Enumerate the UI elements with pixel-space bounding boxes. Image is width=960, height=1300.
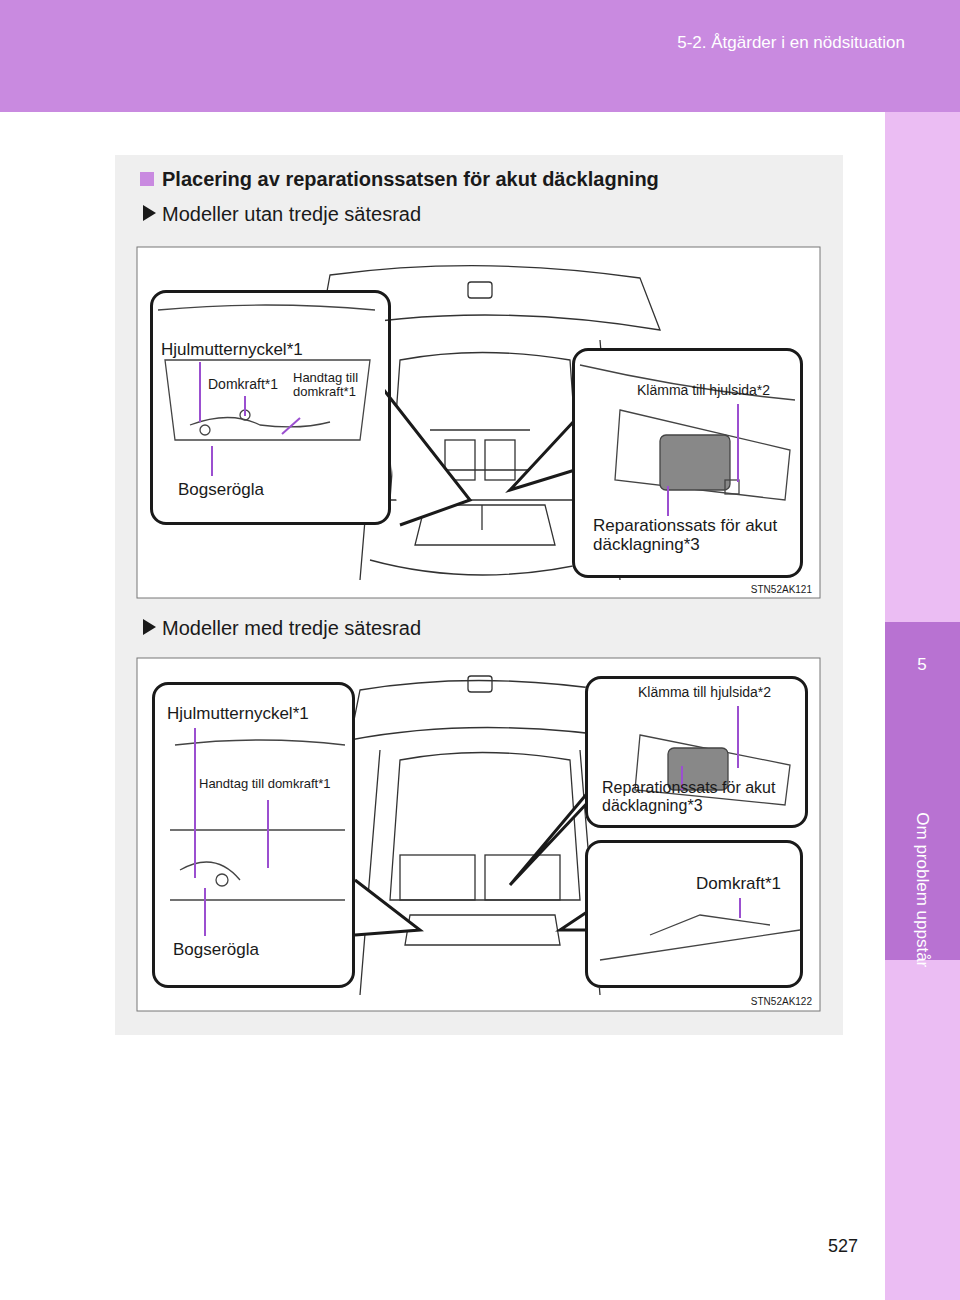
part-label: Bogserögla <box>178 481 264 500</box>
leader-lines <box>195 706 740 936</box>
part-label: Reparationssats för akut däcklagning*3 <box>593 517 793 554</box>
heading-square <box>140 172 154 186</box>
page-label: STN52AK122 <box>751 996 812 1008</box>
part-label: Handtag till domkraft*1 <box>199 777 331 791</box>
bullet-triangle <box>143 619 156 635</box>
callout-bubble: Hjulmutternyckel*1Domkraft*1 Handtag till… <box>150 290 391 525</box>
header-bar <box>0 0 960 112</box>
part-label: Hjulmutternyckel*1 <box>167 705 309 724</box>
trunk-detail <box>158 305 795 500</box>
part-label: Domkraft*1 <box>696 875 781 894</box>
callout-bubble: Klämma till hjulsida*2Reparationssats fö… <box>585 676 808 828</box>
page-label: Modeller utan tredje sätesrad <box>162 203 421 226</box>
figure-frame <box>137 247 820 598</box>
part-label: Klämma till hjulsida*2 <box>637 383 770 398</box>
trunk-detail <box>170 735 800 960</box>
page-label: STN52AK121 <box>751 584 812 596</box>
content-panel <box>115 155 843 1035</box>
part-label: Handtag till domkraft*1 <box>293 371 385 400</box>
part-label: Hjulmutternyckel*1 <box>161 341 303 360</box>
page-label: Om problem uppstår <box>912 813 932 968</box>
page-label: Modeller med tredje sätesrad <box>162 617 421 640</box>
callout-bubble: Hjulmutternyckel*1Handtag till domkraft*… <box>152 682 355 988</box>
section-heading: Placering av reparationssatsen för akut … <box>162 168 659 191</box>
callout-bubble: Domkraft*1 <box>585 840 803 988</box>
part-label: Reparationssats för akut däcklagning*3 <box>602 779 802 814</box>
figure-frame <box>137 658 820 1011</box>
page-label: 5-2. Åtgärder i en nödsituation <box>677 33 905 53</box>
bullet-triangle <box>143 205 156 221</box>
page-label: 527 <box>828 1236 858 1257</box>
side-tab <box>885 112 960 1300</box>
part-label: Klämma till hjulsida*2 <box>638 685 771 700</box>
page-label: 5 <box>917 655 926 675</box>
part-label: Domkraft*1 <box>208 377 278 392</box>
callout-bubble: Klämma till hjulsida*2Reparationssats fö… <box>572 348 803 578</box>
part-label: Bogserögla <box>173 941 259 960</box>
